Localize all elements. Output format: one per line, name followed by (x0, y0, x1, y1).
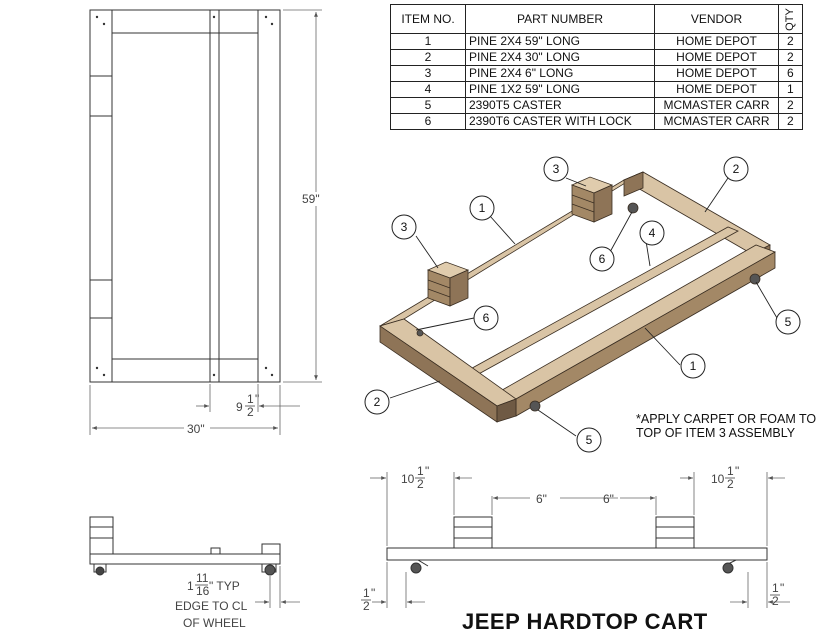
dim-inner-num: 1 (247, 392, 254, 406)
bom-qty: 2 (778, 97, 803, 114)
half-left-num: 1 (363, 586, 370, 600)
half-left-den: 2 (363, 599, 370, 613)
block-left-den: 2 (417, 477, 424, 491)
caster-num: 11 (196, 571, 209, 585)
caster-whole: 1 (187, 579, 194, 593)
bom-part: PINE 2X4 59" LONG (465, 33, 655, 50)
dimension-30 (89, 385, 281, 435)
half-right-inch: " (780, 581, 784, 595)
bom-item: 4 (390, 81, 466, 98)
bom-vendor: MCMASTER CARR (654, 97, 779, 114)
bom-qty: 6 (778, 65, 803, 82)
bom-part: PINE 2X4 30" LONG (465, 49, 655, 66)
svg-text:6: 6 (483, 311, 490, 325)
front-view (386, 516, 768, 574)
bom-part: 2390T5 CASTER (465, 97, 655, 114)
table-row: 2 PINE 2X4 30" LONG HOME DEPOT 2 (390, 49, 803, 66)
dim-width-label: 30" (187, 422, 205, 436)
top-view (89, 9, 281, 383)
block-right-num: 1 (727, 464, 734, 478)
balloon-1-bottom: 1 (680, 353, 706, 379)
balloon-2-bottom: 2 (364, 389, 390, 415)
svg-text:1: 1 (690, 359, 697, 373)
caster-note-3: OF WHEEL (183, 616, 246, 630)
bom-part: PINE 2X4 6" LONG (465, 65, 655, 82)
svg-text:4: 4 (649, 226, 656, 240)
bom-vendor: HOME DEPOT (654, 49, 779, 66)
front-dimensions (370, 472, 790, 608)
dim-height-label: 59" (302, 192, 320, 206)
caster-den: 16 (196, 584, 210, 598)
block-left-num: 1 (417, 464, 424, 478)
balloon-6-left: 6 (473, 305, 499, 331)
dim-six-right: 6" (603, 492, 614, 506)
half-left-inch: " (371, 586, 375, 600)
assembly-note: *APPLY CARPET OR FOAM TO TOP OF ITEM 3 A… (636, 412, 817, 440)
caster-note-2: EDGE TO CL (175, 599, 248, 613)
table-row: 1 PINE 2X4 59" LONG HOME DEPOT 2 (390, 33, 803, 50)
bom-header-vendor: VENDOR (654, 4, 779, 34)
block-right-inch: " (735, 464, 739, 478)
drawing-title: JEEP HARDTOP CART (462, 609, 708, 634)
bom-vendor: HOME DEPOT (654, 33, 779, 50)
table-row: 5 2390T5 CASTER MCMASTER CARR 2 (390, 97, 803, 114)
bom-header-qty: QTY (778, 4, 803, 34)
dim-inner-whole: 9 (236, 400, 243, 414)
svg-text:5: 5 (785, 315, 792, 329)
svg-text:5: 5 (586, 433, 593, 447)
svg-text:2: 2 (374, 395, 381, 409)
bom-item: 2 (390, 49, 466, 66)
balloon-1-top: 1 (469, 195, 495, 221)
balloon-6-top: 6 (589, 246, 615, 272)
svg-text:2: 2 (733, 162, 740, 176)
bom-qty: 2 (778, 113, 803, 130)
svg-text:1: 1 (479, 201, 486, 215)
bom-header-part: PART NUMBER (465, 4, 655, 34)
dim-six-left: 6" (536, 492, 547, 506)
svg-text:3: 3 (553, 162, 560, 176)
dimension-9-half (196, 384, 300, 412)
half-right-num: 1 (772, 581, 779, 595)
bom-part: PINE 1X2 59" LONG (465, 81, 655, 98)
dimension-59 (283, 9, 322, 383)
block-right-whole: 10 (711, 472, 725, 486)
block-left-whole: 10 (401, 472, 415, 486)
svg-text:6: 6 (599, 252, 606, 266)
dim-inner-inch: " (255, 392, 259, 406)
dimension-caster-offset (255, 566, 300, 608)
table-row: 6 2390T6 CASTER WITH LOCK MCMASTER CARR … (390, 113, 803, 130)
bom-header-item: ITEM NO. (390, 4, 466, 34)
bill-of-materials-table: ITEM NO. PART NUMBER VENDOR QTY 1 PINE 2… (390, 4, 803, 130)
balloon-3-right: 3 (543, 156, 569, 182)
bom-vendor: HOME DEPOT (654, 81, 779, 98)
leader-lines (389, 177, 778, 437)
half-right-den: 2 (772, 594, 779, 608)
table-row: 4 PINE 1X2 59" LONG HOME DEPOT 1 (390, 81, 803, 98)
bom-vendor: HOME DEPOT (654, 65, 779, 82)
bom-part: 2390T6 CASTER WITH LOCK (465, 113, 655, 130)
bom-header-row: ITEM NO. PART NUMBER VENDOR QTY (390, 4, 803, 34)
balloon-3-left: 3 (391, 214, 417, 240)
side-view (89, 516, 281, 576)
caster-note-1: " TYP (209, 579, 240, 593)
svg-text:3: 3 (401, 220, 408, 234)
block-left-inch: " (425, 464, 429, 478)
dim-inner-den: 2 (247, 405, 254, 419)
bom-vendor: MCMASTER CARR (654, 113, 779, 130)
isometric-view (379, 171, 776, 423)
bom-qty: 2 (778, 33, 803, 50)
bom-item: 1 (390, 33, 466, 50)
block-right-den: 2 (727, 477, 734, 491)
bom-item: 5 (390, 97, 466, 114)
balloon-5-right: 5 (775, 309, 801, 335)
bom-item: 6 (390, 113, 466, 130)
balloon-5-bottom: 5 (576, 427, 602, 453)
balloon-2-top: 2 (723, 156, 749, 182)
bom-qty: 2 (778, 49, 803, 66)
balloon-4: 4 (639, 220, 665, 246)
bom-qty: 1 (778, 81, 803, 98)
bom-item: 3 (390, 65, 466, 82)
table-row: 3 PINE 2X4 6" LONG HOME DEPOT 6 (390, 65, 803, 82)
